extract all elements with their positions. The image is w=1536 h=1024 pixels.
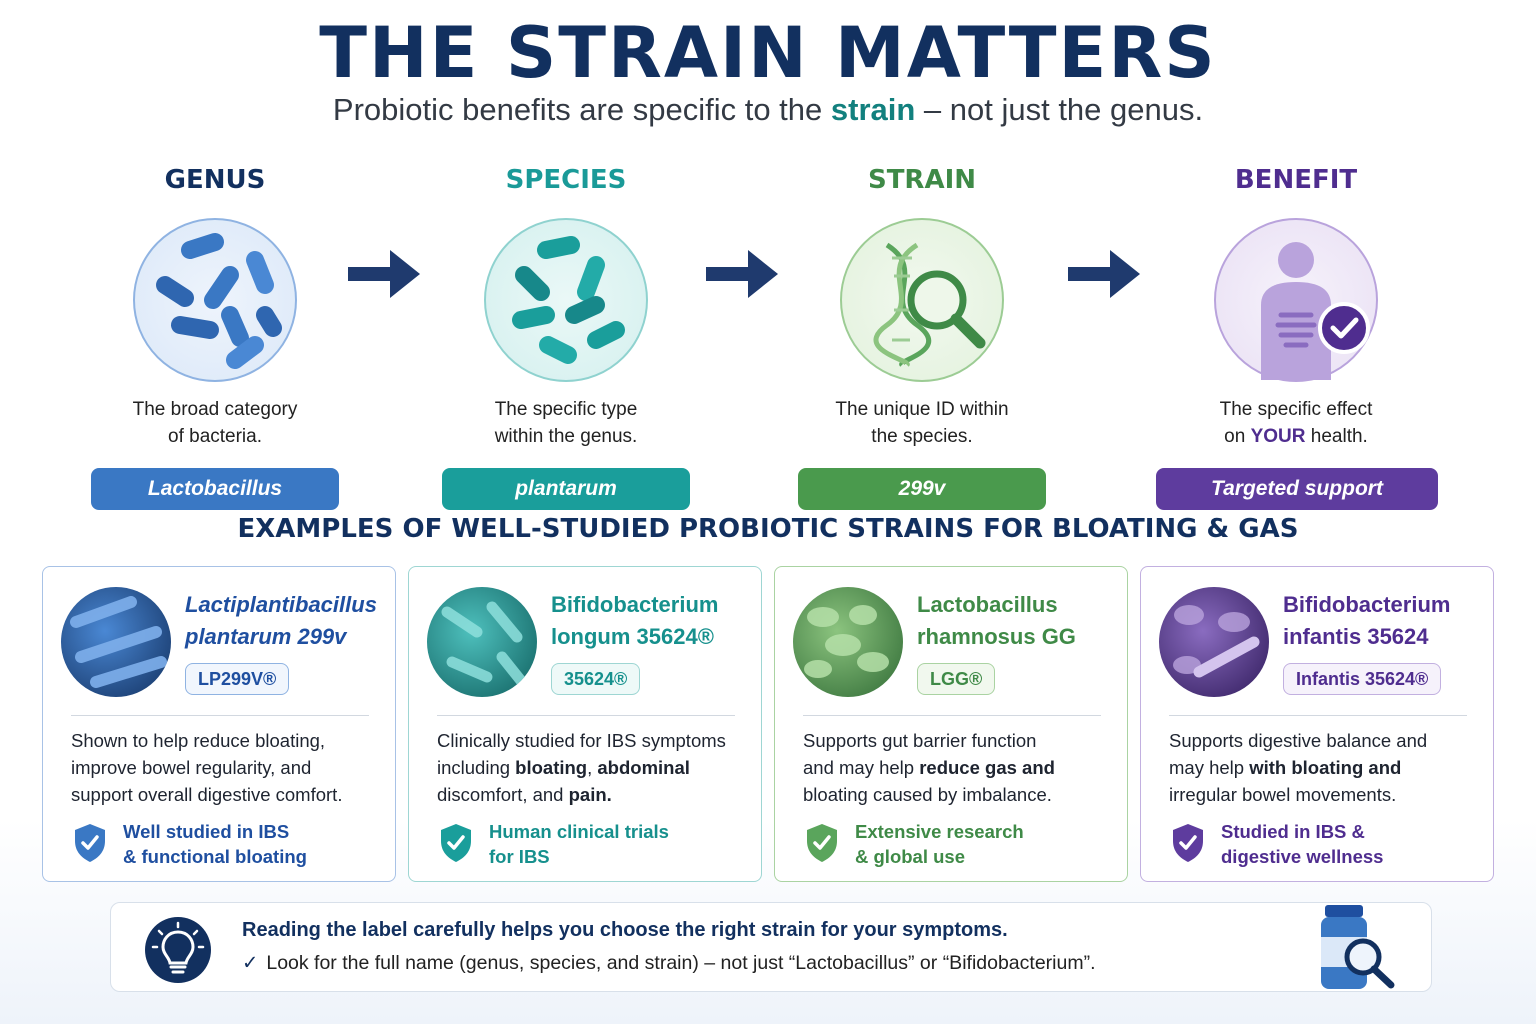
shield-check-icon xyxy=(75,824,105,862)
dna-magnifier-icon xyxy=(840,218,1004,382)
strain-card-lp299v: Lactiplantibacillus plantarum 299v LP299… xyxy=(42,566,396,882)
step-description: The broad category of bacteria. xyxy=(132,399,298,447)
strain-name: Bifidobacterium longum 35624® xyxy=(551,592,719,649)
shield-check-icon xyxy=(441,824,471,862)
card-footnote: Well studied in IBS & functional bloatin… xyxy=(123,821,307,867)
genus-pill: Lactobacillus xyxy=(91,468,339,510)
rod-bacteria-icon xyxy=(133,218,297,382)
strain-badge: Infantis 35624® xyxy=(1283,663,1442,695)
page-title: THE STRAIN MATTERS xyxy=(319,12,1217,94)
subtitle-highlight: strain xyxy=(830,92,916,127)
bacteria-micrograph-icon xyxy=(793,587,903,697)
tip-detail: ✓Look for the full name (genus, species,… xyxy=(242,952,1096,974)
step-description: The unique ID within the species. xyxy=(835,399,1009,447)
card-body: Shown to help reduce bloating, improve b… xyxy=(71,730,343,805)
strain-name: Lactiplantibacillus plantarum 299v xyxy=(185,592,377,649)
species-pill: plantarum xyxy=(442,468,690,510)
strain-card-infantis-35624: Bifidobacterium infantis 35624 Infantis … xyxy=(1140,566,1494,882)
subtitle-after: – not just the genus. xyxy=(915,92,1204,127)
card-divider xyxy=(71,715,369,716)
step-description: The specific type within the genus. xyxy=(494,399,638,447)
bacteria-micrograph-icon xyxy=(1159,587,1269,697)
step-benefit: BENEFIT The specific effect on YOUR heal… xyxy=(1156,160,1438,510)
strain-card-lgg: Lactobacillus rhamnosus GG LGG® Supports… xyxy=(774,566,1128,882)
tip-headline: Reading the label carefully helps you ch… xyxy=(242,919,1008,941)
card-footnote: Human clinical trials for IBS xyxy=(489,821,669,867)
step-description: The specific effect on YOUR health. xyxy=(1219,399,1373,447)
supplement-bottle-magnifier-icon xyxy=(1321,905,1395,989)
card-divider xyxy=(437,715,735,716)
step-title: SPECIES xyxy=(505,165,627,195)
body-checkmark-icon xyxy=(1214,218,1378,382)
arrow-right-icon xyxy=(1068,250,1140,298)
lightbulb-icon xyxy=(145,917,211,983)
step-title: GENUS xyxy=(164,165,266,195)
strain-name: Lactobacillus rhamnosus GG xyxy=(917,592,1076,649)
section-title: EXAMPLES OF WELL-STUDIED PROBIOTIC STRAI… xyxy=(237,514,1299,544)
card-divider xyxy=(1169,715,1467,716)
card-footnote: Studied in IBS & digestive wellness xyxy=(1221,821,1384,867)
strain-pill: 299v xyxy=(798,468,1046,510)
bacteria-micrograph-icon xyxy=(61,587,171,697)
card-body: Clinically studied for IBS symptoms incl… xyxy=(437,730,726,805)
strain-badge: LGG® xyxy=(917,663,996,695)
step-species: SPECIES The specific type within the gen… xyxy=(426,160,706,510)
strain-badge: 35624® xyxy=(551,663,641,695)
card-footnote: Extensive research & global use xyxy=(855,821,1024,867)
step-genus: GENUS The broad category of bacteria. La… xyxy=(75,160,355,510)
step-title: BENEFIT xyxy=(1234,165,1358,195)
strain-badge: LP299V® xyxy=(185,663,290,695)
card-body: Supports digestive balance and may help … xyxy=(1169,730,1428,805)
arrow-right-icon xyxy=(348,250,420,298)
teal-bacteria-icon xyxy=(484,218,648,382)
step-strain: STRAIN The unique ID within the species.… xyxy=(782,160,1062,510)
subtitle-before: Probiotic benefits are specific to the xyxy=(332,92,831,127)
shield-check-icon xyxy=(1173,824,1203,862)
step-title: STRAIN xyxy=(867,165,977,195)
strain-name: Bifidobacterium infantis 35624 xyxy=(1283,592,1451,649)
label-tip-box: Reading the label carefully helps you ch… xyxy=(110,902,1432,992)
card-divider xyxy=(803,715,1101,716)
shield-check-icon xyxy=(807,824,837,862)
page-subtitle: Probiotic benefits are specific to the s… xyxy=(0,92,1536,128)
benefit-pill: Targeted support xyxy=(1156,468,1438,510)
strain-card-longum-35624: Bifidobacterium longum 35624® 35624® Cli… xyxy=(408,566,762,882)
check-icon: ✓ xyxy=(242,952,259,974)
card-body: Supports gut barrier function and may he… xyxy=(803,730,1055,805)
arrow-right-icon xyxy=(706,250,778,298)
bacteria-micrograph-icon xyxy=(427,587,537,697)
